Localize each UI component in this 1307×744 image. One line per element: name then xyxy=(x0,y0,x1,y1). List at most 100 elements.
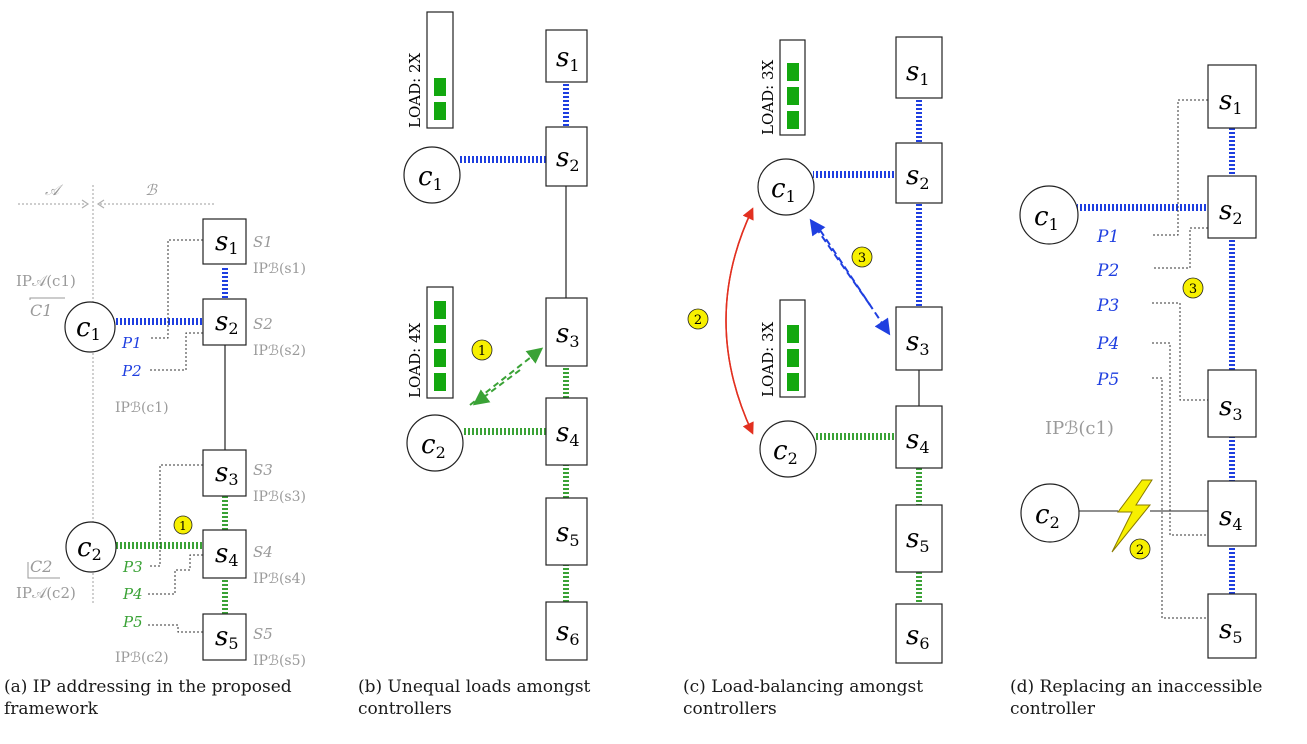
svg-text:s2: s2 xyxy=(906,161,930,193)
svg-text:c1: c1 xyxy=(771,174,796,206)
svg-text:c2: c2 xyxy=(1035,500,1060,532)
load-bar xyxy=(434,102,446,120)
domain-a-label: 𝒜 xyxy=(45,181,64,199)
panel-c-controller-c1: c1 xyxy=(757,158,815,216)
svg-text:s4: s4 xyxy=(1219,502,1243,534)
svg-text:s1: s1 xyxy=(906,57,930,89)
panel-d-controller-c1: c1 xyxy=(1019,185,1079,245)
panel-b-load-c1-label: LOAD: 2X xyxy=(406,53,424,128)
ip-b-s5-label: IPℬ(s5) xyxy=(253,653,306,669)
panel-c-switch-s4: s4 xyxy=(895,405,943,469)
load-bar xyxy=(787,111,799,129)
panel-c-load-meter-c2: LOAD: 3X xyxy=(759,299,806,398)
link-s1-s2-blue xyxy=(222,266,228,299)
svg-text:c1: c1 xyxy=(76,313,101,344)
svg-text:s6: s6 xyxy=(906,621,930,653)
load-bar xyxy=(787,373,799,391)
svg-text:c2: c2 xyxy=(421,430,446,462)
panel-c-switch-s2: s2 xyxy=(895,142,943,204)
panel-c-load-meter-c1: LOAD: 3X xyxy=(759,39,806,136)
c2-bracket-label: C2 xyxy=(30,557,52,576)
lightning-icon xyxy=(1111,479,1153,553)
S4-label: S4 xyxy=(253,543,273,561)
svg-text:s2: s2 xyxy=(1219,196,1243,228)
panel-c-switch-s5: s5 xyxy=(895,504,943,573)
panel-b-switch-s5: s5 xyxy=(545,497,588,566)
svg-text:2: 2 xyxy=(1136,543,1144,558)
S3-label: S3 xyxy=(253,461,273,479)
panel-c-switch-s1: s1 xyxy=(895,36,943,99)
load-bar xyxy=(434,349,446,367)
svg-text:s4: s4 xyxy=(906,425,930,457)
panel-b: s1 s2 s3 s4 s5 s6 c1 c2 xyxy=(403,11,588,661)
panel-b-controller-c1: c1 xyxy=(403,146,461,204)
load-bar xyxy=(434,325,446,343)
panel-a-switch-s1: s1 xyxy=(202,218,247,265)
svg-text:c2: c2 xyxy=(77,533,102,564)
ip-b-s2-label: IPℬ(s2) xyxy=(253,343,306,359)
panel-b-switch-s1: s1 xyxy=(545,29,588,83)
S5-label: S5 xyxy=(253,625,273,643)
panel-c-load-bars-c1 xyxy=(787,63,799,129)
panel-b-switch-s2: s2 xyxy=(545,126,588,187)
panel-a-controller-c2: c2 xyxy=(65,521,117,573)
svg-text:c1: c1 xyxy=(1034,202,1059,234)
svg-text:c1: c1 xyxy=(418,162,443,194)
panel-b-load-c2-label: LOAD: 4X xyxy=(406,323,424,398)
svg-text:s2: s2 xyxy=(556,143,580,175)
panel-b-load-bars-c2 xyxy=(434,301,446,391)
link-s3-s4-green xyxy=(222,496,228,530)
ip-b-s1-label: IPℬ(s1) xyxy=(253,261,306,277)
svg-text:s1: s1 xyxy=(556,43,580,75)
panel-a-marker-1: 1 xyxy=(173,515,193,535)
panel-a-switch-s5: s5 xyxy=(202,613,247,661)
load-bar xyxy=(434,78,446,96)
ip-a-c1-label: IP𝒜(c1) xyxy=(16,272,76,290)
panel-d-switch-s4: s4 xyxy=(1207,480,1257,547)
panel-a-controller-c1: c1 xyxy=(64,301,116,353)
svg-text:s5: s5 xyxy=(1219,615,1243,647)
port-P4-d: P4 xyxy=(1096,334,1119,354)
S2-label: S2 xyxy=(253,315,273,333)
panel-c-switch-s3: s3 xyxy=(895,306,943,371)
svg-text:s5: s5 xyxy=(556,518,580,550)
svg-text:s3: s3 xyxy=(1219,392,1243,424)
svg-text:s1: s1 xyxy=(215,227,239,258)
panel-c-switch-s6: s6 xyxy=(895,603,943,664)
port-P3-d: P3 xyxy=(1096,296,1119,316)
svg-text:s4: s4 xyxy=(215,539,239,570)
panel-b-switch-s6: s6 xyxy=(545,601,588,661)
port-P2-d: P2 xyxy=(1096,261,1119,281)
panel-c-load-c1-label: LOAD: 3X xyxy=(759,60,777,135)
link-c1-s2-blue xyxy=(114,318,203,325)
port-P2-a: P2 xyxy=(121,362,142,380)
caption-d: (d) Replacing an inaccessible controller xyxy=(1010,677,1263,719)
svg-text:c2: c2 xyxy=(773,436,798,468)
svg-text:3: 3 xyxy=(1189,282,1197,297)
panel-b-controller-c2: c2 xyxy=(406,414,464,472)
panel-a-switch-s4: s4 xyxy=(202,529,247,579)
ip-b-c1-label: IPℬ(c1) xyxy=(115,400,169,416)
svg-text:2: 2 xyxy=(694,313,702,328)
port-P4-a: P4 xyxy=(122,585,143,603)
panel-c-load-c2-label: LOAD: 3X xyxy=(759,322,777,397)
panel-c-marker-3: 3 xyxy=(851,246,873,268)
panel-a-switch-s3: s3 xyxy=(202,449,247,497)
ip-b-s4-label: IPℬ(s4) xyxy=(253,571,306,587)
svg-text:s3: s3 xyxy=(556,319,580,351)
panel-b-load-meter-c2: LOAD: 4X xyxy=(406,286,454,399)
svg-text:s4: s4 xyxy=(556,418,580,450)
panel-d-controller-c2: c2 xyxy=(1020,483,1080,543)
ip-b-c2-label: IPℬ(c2) xyxy=(115,650,169,666)
svg-text:s1: s1 xyxy=(1219,86,1243,118)
panel-d-switch-s3: s3 xyxy=(1207,369,1257,438)
link-c2-s4-green xyxy=(116,542,203,549)
panel-d-switch-s2: s2 xyxy=(1207,175,1257,239)
svg-text:s2: s2 xyxy=(215,307,239,338)
panel-d-marker-3: 3 xyxy=(1182,277,1204,299)
svg-text:1: 1 xyxy=(179,519,187,533)
panel-a-switch-s2: s2 xyxy=(202,298,247,346)
caption-a: (a) IP addressing in the proposed framew… xyxy=(4,677,292,719)
port-P5-a: P5 xyxy=(122,613,143,631)
